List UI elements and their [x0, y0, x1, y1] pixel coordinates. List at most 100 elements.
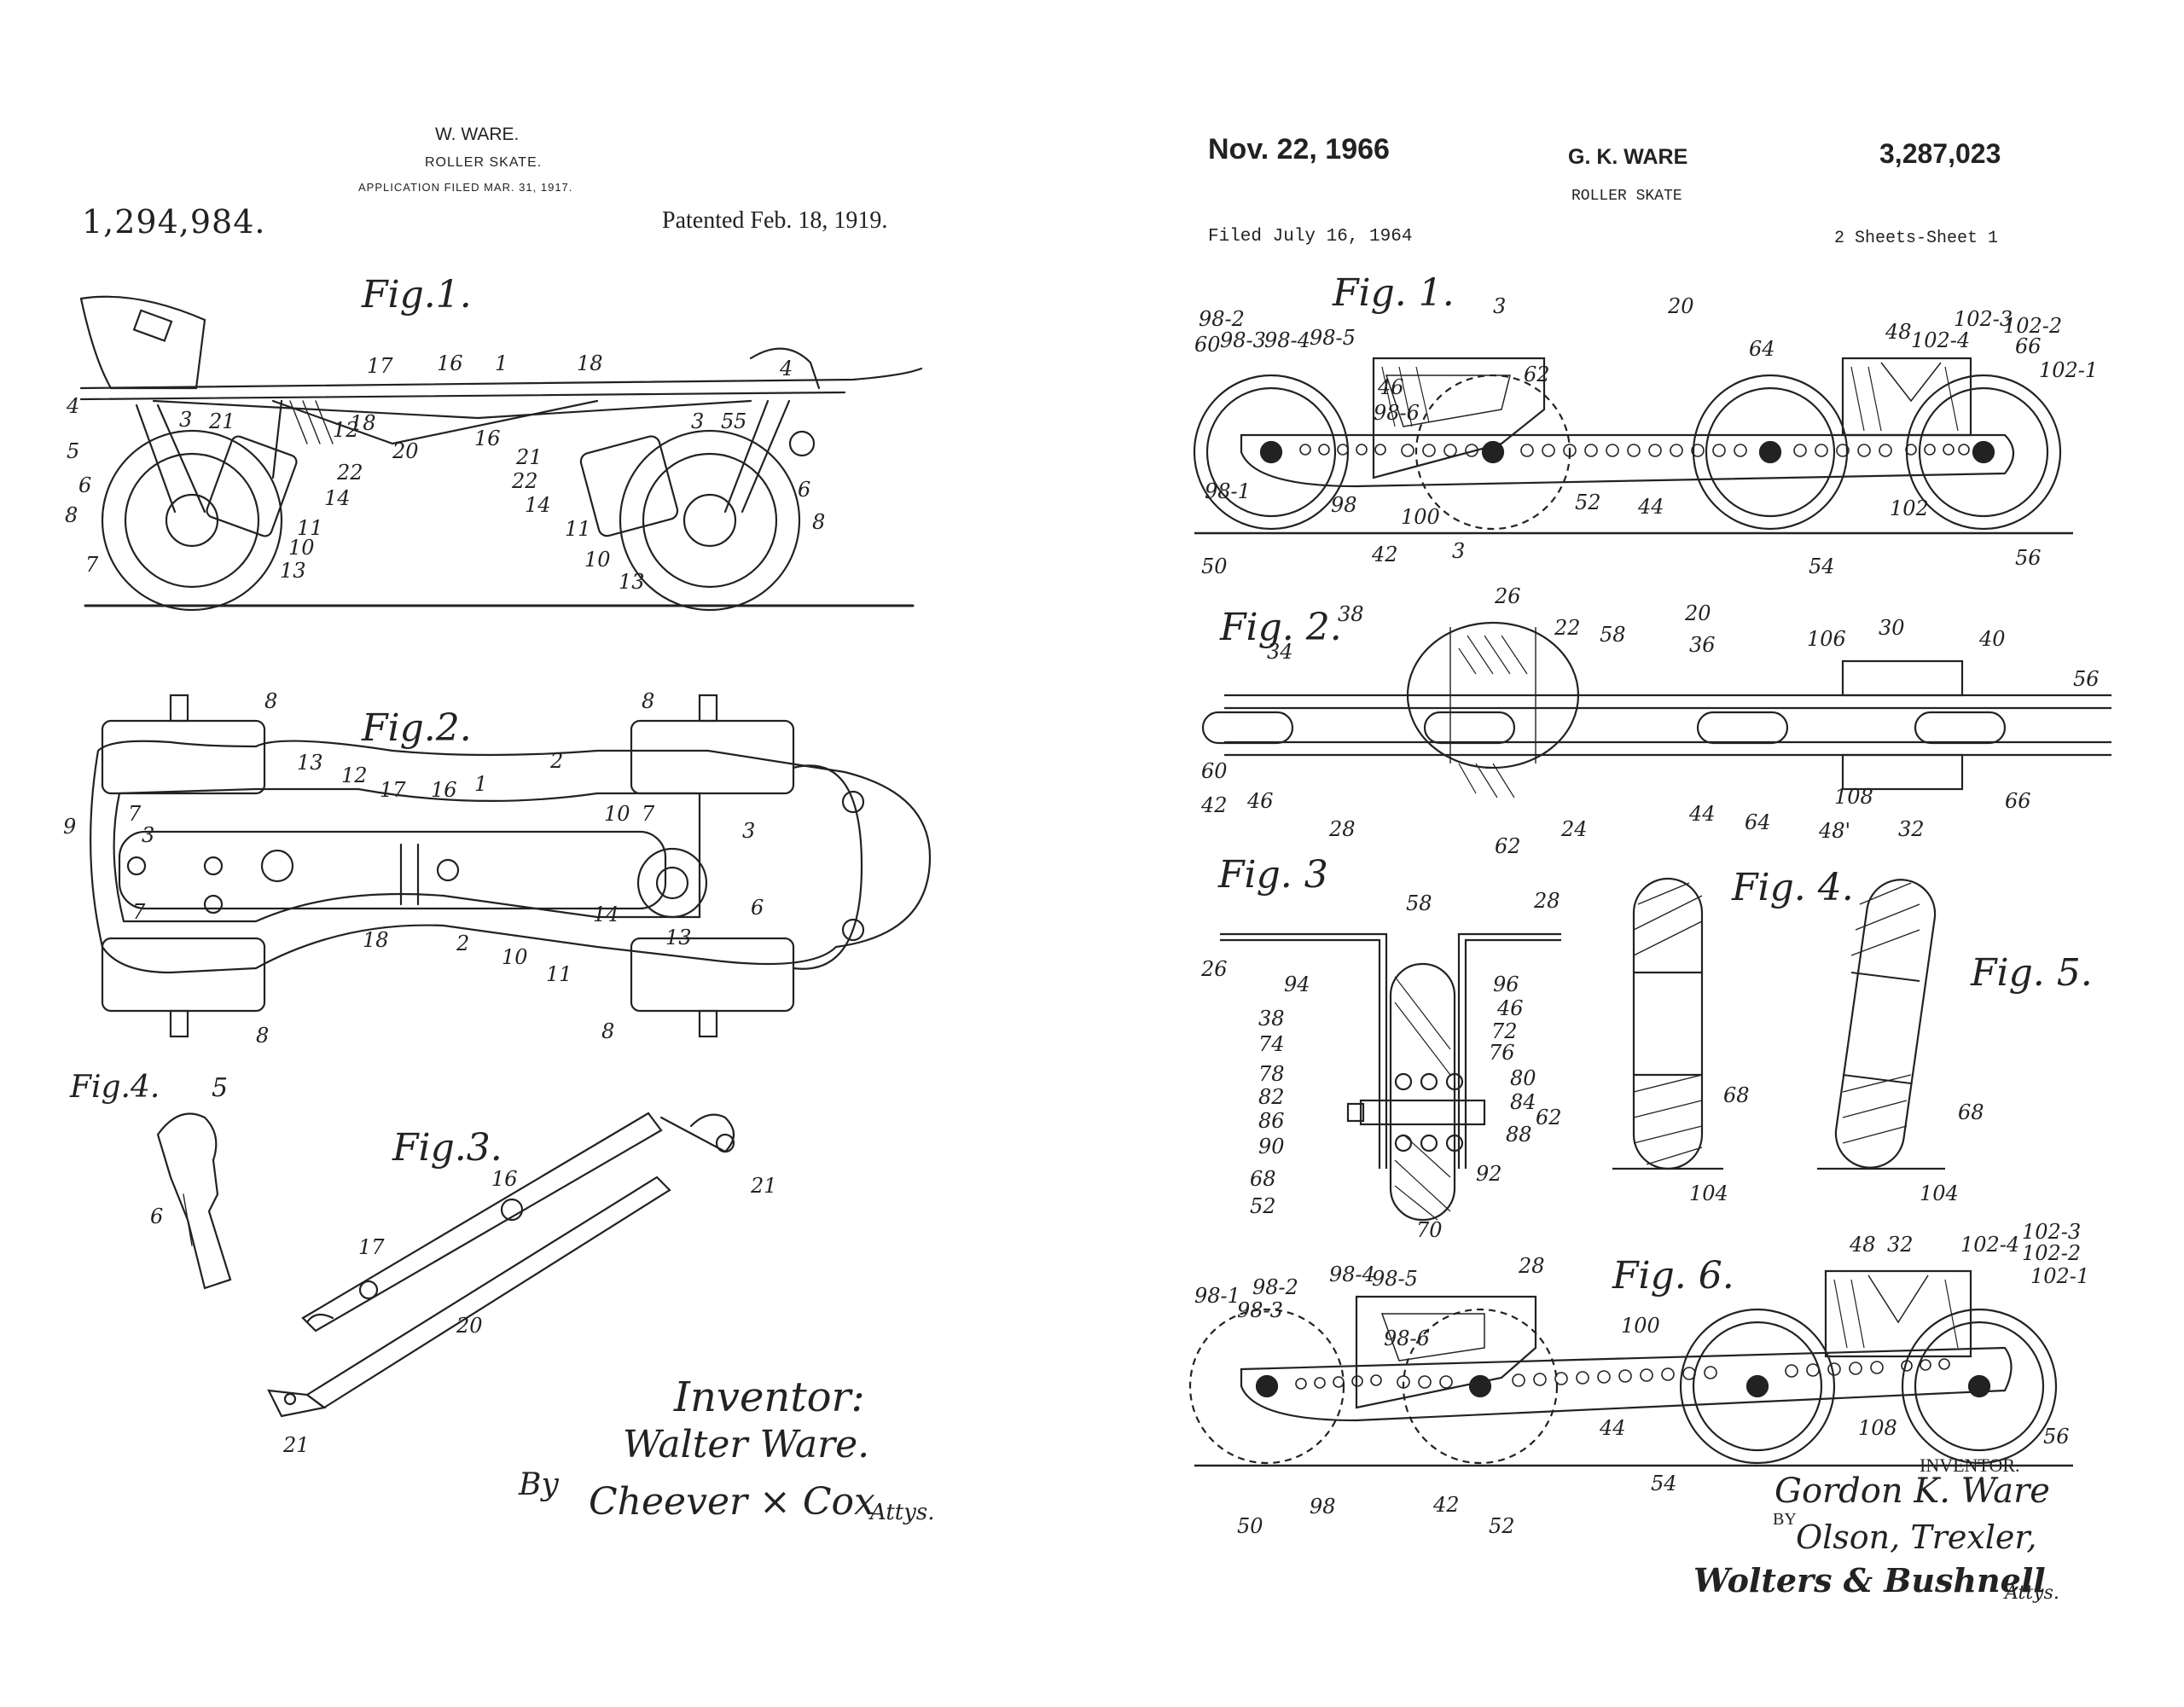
fig1-ref: 102-1 [2039, 358, 2099, 382]
fig3-ref: 20 [456, 1314, 483, 1338]
fig1-ref: 5 [721, 409, 735, 433]
fig2-ref: 6 [751, 896, 764, 920]
fig1-ref: 98-3 [1220, 328, 1266, 352]
fig1-ref: 98-1 [1205, 479, 1251, 503]
fig1-ref: 42 [1372, 543, 1398, 566]
patent-date: Nov. 22, 1966 [1208, 133, 1390, 165]
inventor-heading: INVENTOR. [1920, 1454, 2020, 1476]
fig45-drawing [156, 1112, 232, 1290]
fig2-ref: 58 [1600, 623, 1626, 647]
fig2-ref: 18 [363, 928, 389, 952]
fig3-ref: 21 [283, 1433, 310, 1457]
fig1-ref: 21 [209, 409, 235, 433]
fig3-drawing [1220, 932, 1561, 1222]
fig3-ref: 76 [1489, 1041, 1515, 1065]
fig6-label: Fig. 6. [1612, 1254, 1734, 1298]
fig2-ref: 9 [63, 815, 77, 839]
fig1-ref: 22 [337, 461, 363, 485]
inventor-heading: Inventor: [674, 1373, 865, 1421]
fig2-ref: 48' [1819, 819, 1851, 843]
fig2-ref: 13 [297, 751, 323, 775]
fig2-ref: 22 [1554, 616, 1581, 640]
fig3-ref: 86 [1258, 1109, 1285, 1133]
fig1-ref: 100 [1401, 505, 1440, 529]
fig5-label: 5 [212, 1073, 229, 1103]
fig3-ref: 74 [1258, 1032, 1285, 1056]
fig1-ref: 16 [437, 351, 463, 375]
fig1-ref: 64 [1749, 337, 1775, 361]
attorneys-line-2: Wolters & Bushnell [1693, 1561, 2046, 1600]
fig4-ref: 68 [1723, 1083, 1750, 1107]
fig2-ref: 34 [1267, 640, 1293, 664]
fig4-ref: 104 [1689, 1182, 1728, 1205]
fig2-ref: 10 [604, 802, 630, 826]
fig1-label: Fig. 1. [1333, 271, 1455, 315]
by-label: By [519, 1467, 559, 1502]
fig6-ref: 48 [1850, 1233, 1876, 1257]
fig3-ref: 17 [358, 1235, 385, 1259]
fig1-hole-row [1299, 444, 1970, 457]
fig6-ref: 98-6 [1384, 1327, 1430, 1350]
fig1-ref: 98-2 [1199, 307, 1245, 331]
fig1-ref: 62 [1524, 363, 1550, 386]
fig1-ref: 12 [333, 418, 359, 442]
fig6-ref: 98 [1310, 1495, 1336, 1518]
fig2-ref: 7 [128, 802, 142, 826]
fig2-ref: 2 [550, 749, 564, 773]
fig6-ref: 102-4 [1960, 1233, 2020, 1257]
fig3-label: Fig.3. [392, 1126, 502, 1170]
fig1-ref: 60 [1194, 333, 1221, 357]
fig5-ref: 104 [1920, 1182, 1959, 1205]
fig1-ref: 20 [392, 439, 419, 463]
patent-sheet-1966: Nov. 22, 1966 G. K. WARE 3,287,023 ROLLE… [1101, 0, 2184, 1707]
fig1-label: Fig.1. [362, 273, 472, 316]
fig6-ref: 28 [1519, 1254, 1545, 1278]
fig2-ref: 26 [1495, 584, 1521, 608]
fig1-ref: 3 [691, 409, 705, 433]
fig2-ref: 20 [1685, 601, 1711, 625]
fig1-ref: 1 [495, 351, 508, 375]
fig2-ref: 14 [593, 903, 619, 926]
fig1-ref: 98 [1331, 493, 1357, 517]
fig3-ref: 80 [1510, 1066, 1536, 1090]
fig1-ref: 6 [798, 478, 811, 502]
fig45-ref: 6 [150, 1205, 164, 1228]
fig3-ref: 96 [1493, 973, 1519, 996]
fig6-drawing [1188, 1269, 2073, 1467]
fig6-ref: 54 [1651, 1472, 1677, 1495]
attorneys: Cheever × Cox [589, 1480, 875, 1524]
fig2-ref: 8 [642, 689, 655, 713]
fig2-ref: 7 [642, 802, 655, 826]
fig1-ref: 18 [350, 411, 376, 435]
filed-date: Filed July 16, 1964 [1208, 227, 1413, 247]
fig6-ref: 102-1 [2030, 1264, 2090, 1288]
fig2-ref: 62 [1495, 834, 1521, 858]
fig3-ref: 52 [1250, 1194, 1276, 1218]
title-header: ROLLER SKATE [1571, 188, 1682, 205]
fig6-ref: 98-5 [1372, 1267, 1418, 1291]
attys-label: Attys. [870, 1500, 935, 1525]
fig1-ref: 66 [2015, 334, 2042, 358]
fig4-drawing [1612, 877, 1723, 1170]
fig2-ref: 42 [1201, 793, 1228, 817]
fig2-ref: 3 [742, 819, 756, 843]
fig2-ref: 13 [665, 926, 692, 949]
fig3-ref: 78 [1258, 1062, 1285, 1086]
inventor-header: W. WARE. [435, 125, 520, 144]
fig2-ref: 12 [341, 764, 368, 787]
fig1-ref: 46 [1378, 375, 1404, 399]
fig2-ref: 1 [474, 772, 488, 796]
fig3-ref: 38 [1258, 1007, 1285, 1031]
fig5-drawing [1817, 879, 1945, 1170]
fig4-label: Fig. 4. [1732, 866, 1854, 909]
fig3-ref: 21 [751, 1174, 777, 1198]
fig1-ref: 48 [1885, 320, 1912, 344]
fig3-ref: 70 [1416, 1218, 1443, 1242]
fig6-ref: 102-3 [2022, 1220, 2082, 1244]
fig2-ref: 40 [1979, 627, 2006, 651]
fig2-ref: 66 [2005, 789, 2031, 813]
fig1-ref: 8 [65, 503, 78, 527]
fig1-ref: 98-5 [1310, 326, 1356, 350]
fig2-ref: 46 [1247, 789, 1274, 813]
title-header: ROLLER SKATE. [425, 155, 543, 170]
